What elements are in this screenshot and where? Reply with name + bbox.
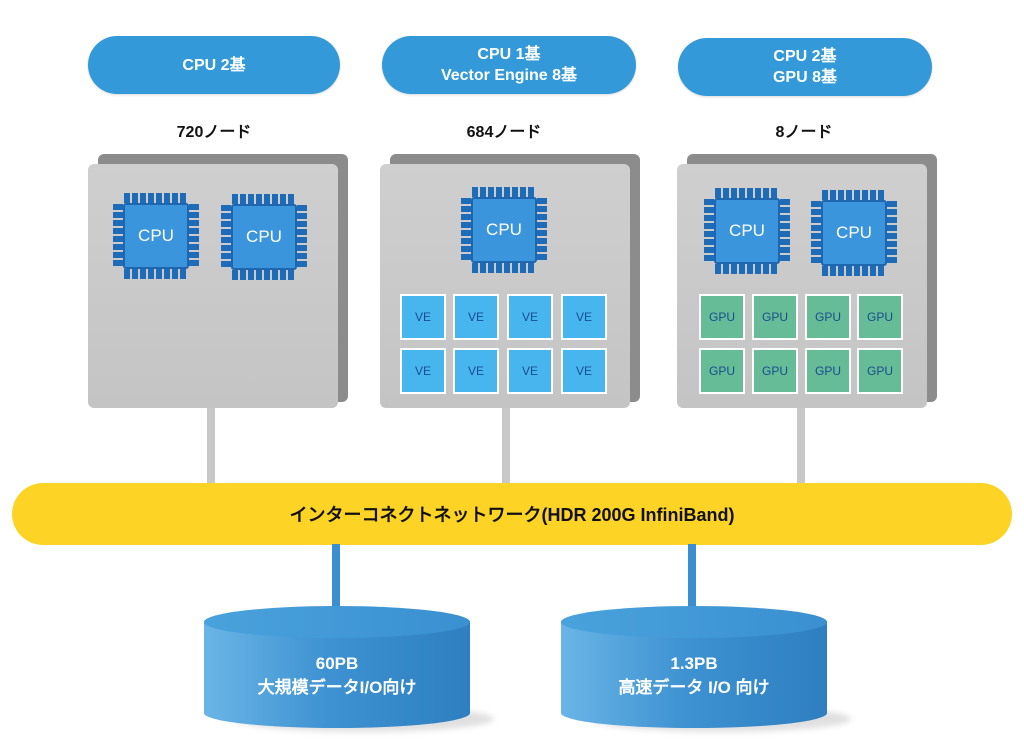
interconnect-label: インターコネクトネットワーク(HDR 200G InfiniBand) <box>289 505 735 525</box>
spec-pill-ve-node: CPU 1基 Vector Engine 8基 <box>382 36 636 94</box>
cpu-label: CPU <box>231 204 297 270</box>
ve-tile: VE <box>507 348 553 394</box>
spec-line: CPU 2基 <box>182 56 246 74</box>
spec-line: Vector Engine 8基 <box>440 67 578 84</box>
gpu-tile: GPU <box>857 348 903 394</box>
ve-tile: VE <box>400 294 446 340</box>
gpu-tile: GPU <box>752 348 798 394</box>
storage-cylinder-fast: 1.3PB 高速データ I/O 向け <box>561 606 851 732</box>
gpu-tile: GPU <box>699 348 745 394</box>
node-count-label: 684ノード <box>466 124 542 141</box>
connector-line <box>502 408 510 484</box>
cpu-chip: CPU <box>458 184 550 276</box>
cpu-label: CPU <box>123 203 189 269</box>
spec-line: CPU 2基 <box>773 48 837 65</box>
cpu-label: CPU <box>821 200 887 266</box>
gpu-tile: GPU <box>857 294 903 340</box>
interconnect-network-bar: インターコネクトネットワーク(HDR 200G InfiniBand) <box>12 483 1012 545</box>
storage-connector-line <box>332 544 340 610</box>
spec-pill-cpu-node: CPU 2基 <box>88 36 340 94</box>
storage-connector-line <box>688 544 696 610</box>
gpu-tile: GPU <box>752 294 798 340</box>
spec-line: CPU 1基 <box>477 46 541 63</box>
storage-cylinder-large: 60PB 大規模データI/O向け <box>204 606 494 732</box>
node-count-label: 8ノード <box>775 124 833 141</box>
storage-capacity: 1.3PB <box>670 654 718 673</box>
spec-pill-gpu-node: CPU 2基 GPU 8基 <box>678 38 932 96</box>
gpu-tile: GPU <box>805 348 851 394</box>
cpu-chip: CPU <box>701 185 793 277</box>
ve-tile: VE <box>507 294 553 340</box>
storage-purpose: 大規模データI/O向け <box>257 678 417 697</box>
cpu-chip: CPU <box>110 190 202 282</box>
ve-tile: VE <box>561 348 607 394</box>
gpu-tile: GPU <box>699 294 745 340</box>
ve-tile: VE <box>561 294 607 340</box>
ve-tile: VE <box>400 348 446 394</box>
cpu-label: CPU <box>471 197 537 263</box>
cpu-label: CPU <box>714 198 780 264</box>
spec-line: GPU 8基 <box>772 69 838 86</box>
connector-line <box>207 408 215 484</box>
node-count-label: 720ノード <box>176 124 252 141</box>
storage-purpose: 高速データ I/O 向け <box>618 678 770 697</box>
connector-line <box>797 408 805 484</box>
storage-capacity: 60PB <box>315 654 359 673</box>
cpu-chip: CPU <box>218 191 310 283</box>
ve-tile: VE <box>453 348 499 394</box>
ve-tile: VE <box>453 294 499 340</box>
gpu-tile: GPU <box>805 294 851 340</box>
cpu-chip: CPU <box>808 187 900 279</box>
